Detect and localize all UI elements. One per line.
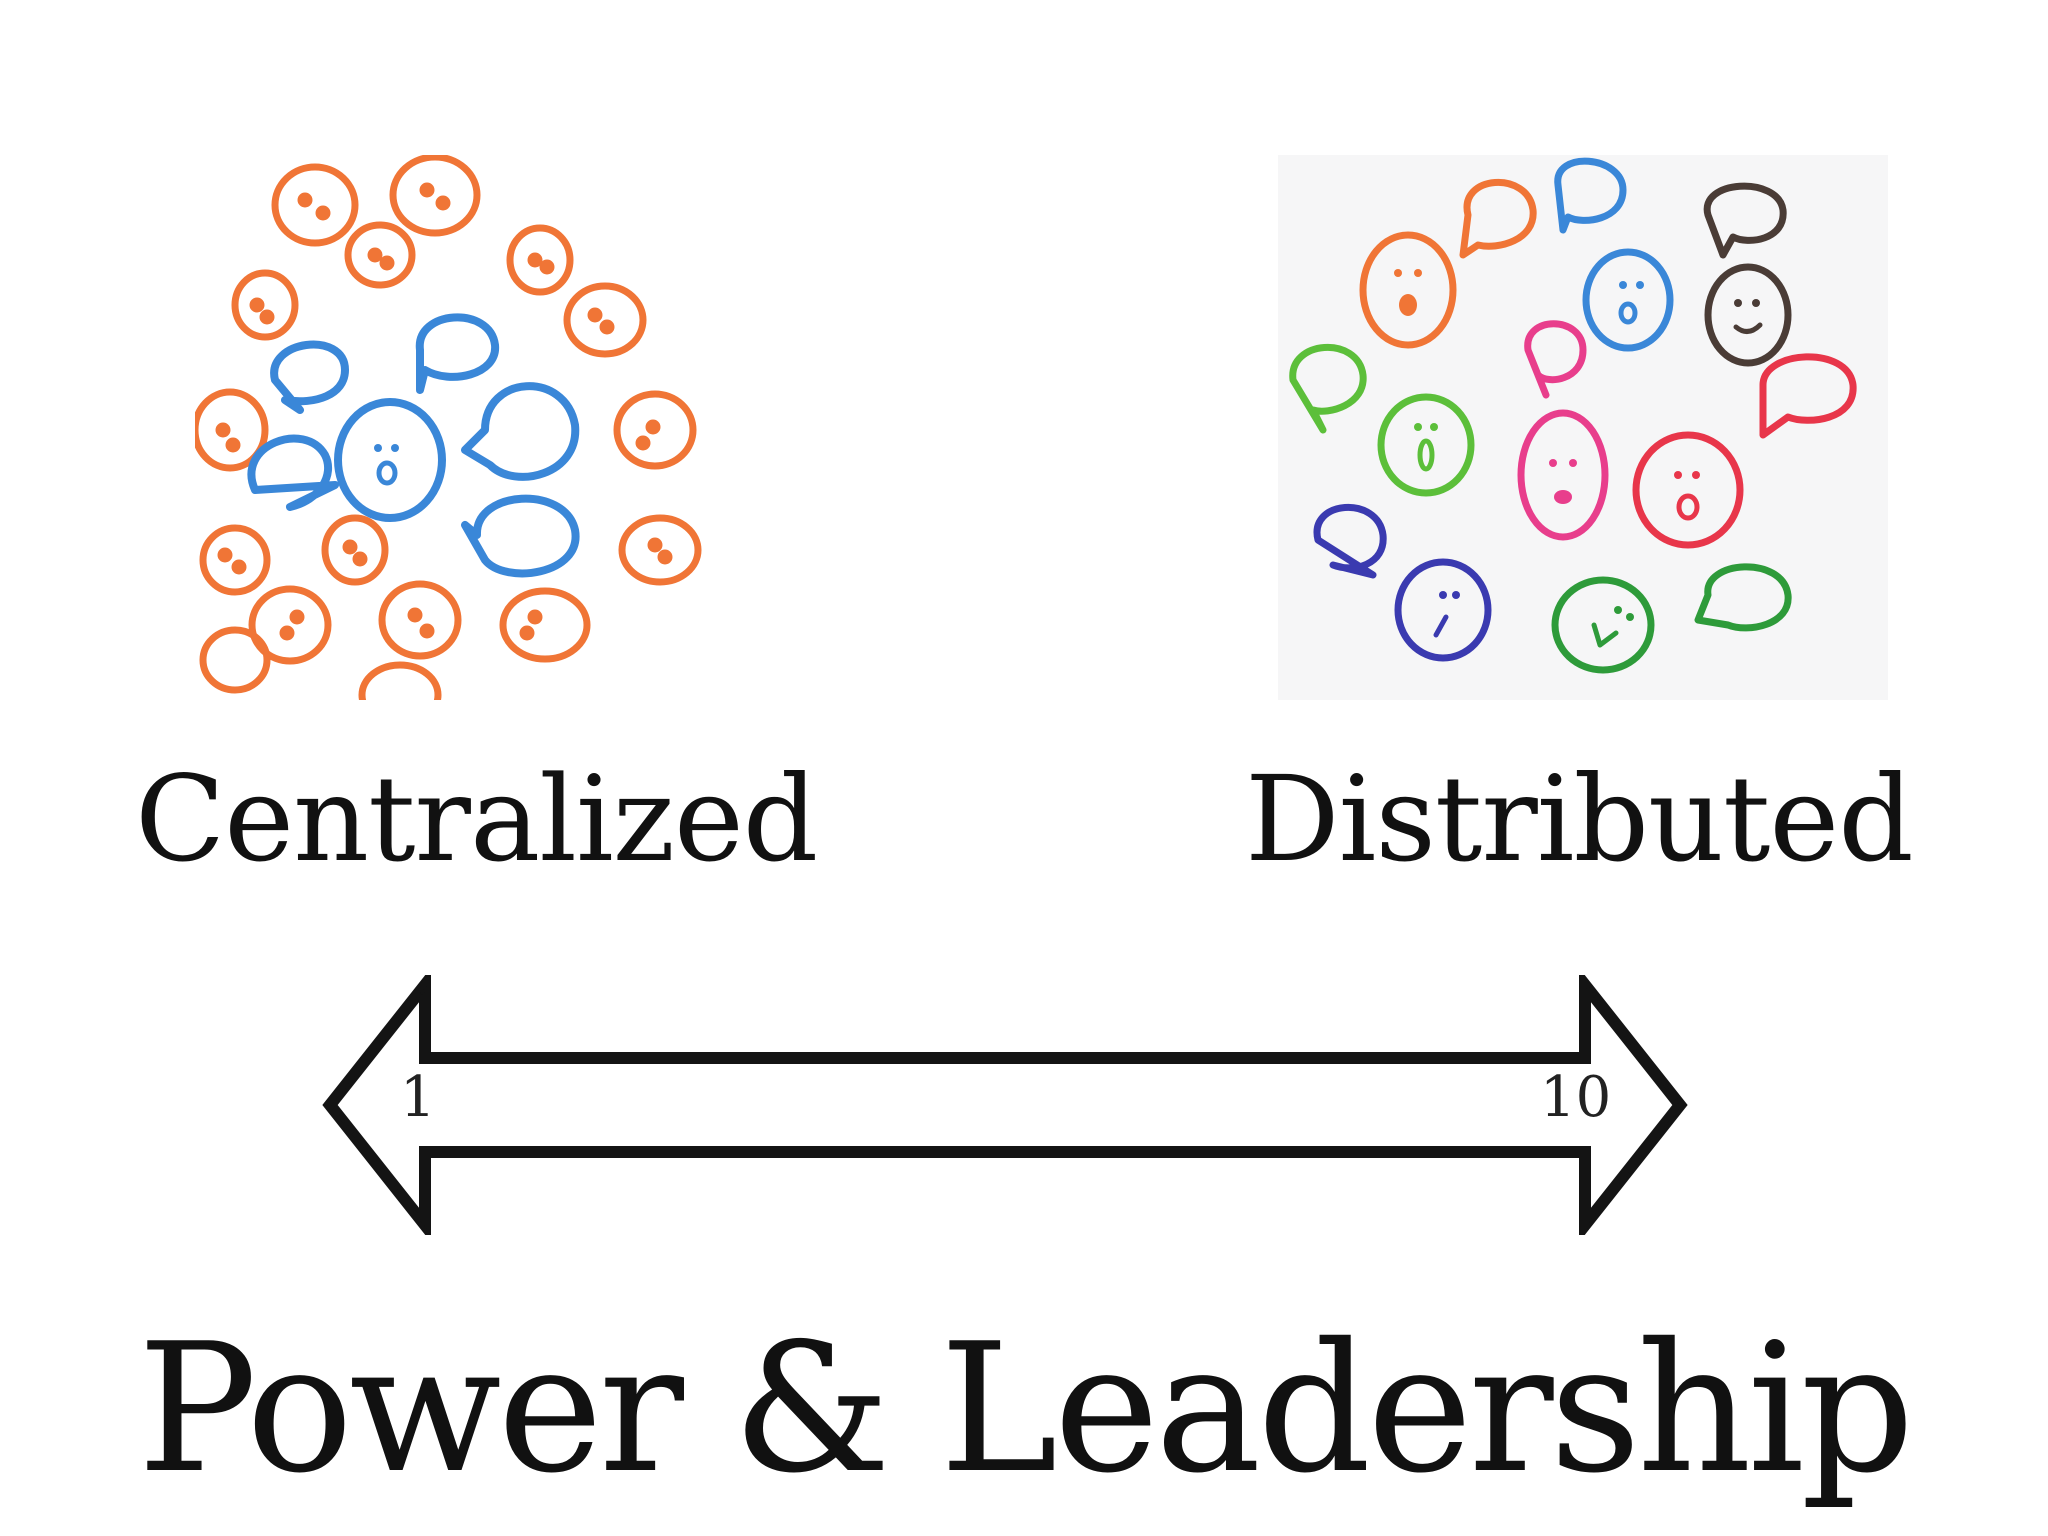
double-arrow-icon	[322, 975, 1688, 1235]
centralized-illustration	[195, 155, 760, 700]
scale-min-label: 1	[400, 1065, 436, 1130]
centralized-faces-icon	[195, 155, 702, 700]
distributed-faces-icon	[1289, 157, 1857, 674]
distributed-illustration	[1278, 155, 1888, 700]
distributed-label: Distributed	[1245, 750, 1914, 888]
slide-title: Power & Leadership	[137, 1305, 1914, 1512]
scale-max-label: 10	[1540, 1065, 1612, 1130]
power-scale: 1 10	[320, 975, 1690, 1235]
centralized-label: Centralized	[135, 750, 818, 888]
